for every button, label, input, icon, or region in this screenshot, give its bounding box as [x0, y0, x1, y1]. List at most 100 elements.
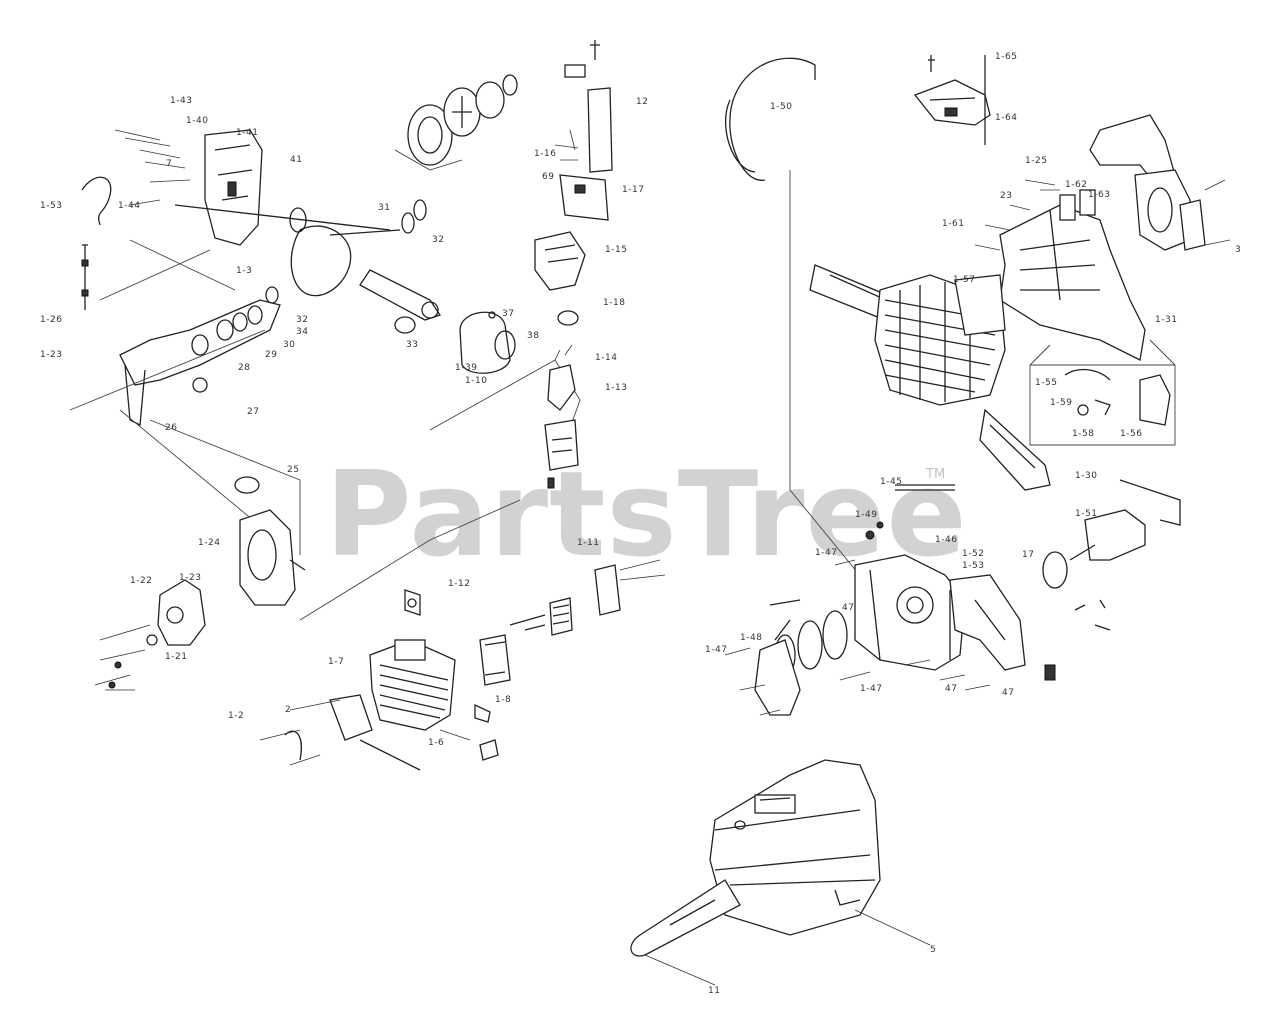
callout-1-46: 1-46 [935, 535, 957, 545]
handle-group [534, 40, 613, 489]
callout-1-49: 1-49 [855, 510, 877, 520]
callout-47c: 47 [1002, 688, 1014, 698]
callout-1-61: 1-61 [942, 219, 964, 229]
crankcase-group [69, 129, 581, 621]
muffler-cover[interactable] [594, 564, 621, 616]
callout-2: 2 [285, 705, 291, 715]
callout-1-63: 1-63 [1088, 190, 1110, 200]
flywheel[interactable] [407, 104, 453, 166]
intake-boot[interactable] [329, 694, 373, 741]
grommet[interactable] [557, 310, 579, 326]
starter-cap[interactable] [234, 476, 260, 494]
clutch-plate-a[interactable] [822, 610, 848, 660]
callout-12: 12 [636, 97, 648, 107]
callout-32b: 32 [296, 315, 308, 325]
callout-1-59: 1-59 [1050, 398, 1072, 408]
filter-element[interactable] [1179, 199, 1206, 251]
crankcase-lower[interactable] [119, 299, 281, 386]
starter-pulley[interactable] [157, 579, 206, 646]
heat-shield[interactable] [979, 408, 1051, 491]
callout-3: 3 [1235, 245, 1241, 255]
throttle-lever[interactable] [547, 364, 576, 411]
insulator[interactable] [479, 739, 499, 761]
side-cover[interactable] [949, 574, 1026, 671]
throttle-handle[interactable] [587, 87, 613, 173]
callout-47b: 47 [945, 684, 957, 694]
callout-37: 37 [502, 309, 514, 319]
watermark-trademark: TM [925, 467, 945, 482]
callout-1-40: 1-40 [186, 116, 208, 126]
callout-30: 30 [283, 340, 295, 350]
callout-5: 5 [930, 945, 936, 955]
callout-26: 26 [165, 423, 177, 433]
callout-33: 33 [406, 340, 418, 350]
callout-1-41: 1-41 [236, 128, 258, 138]
assembled-chainsaw [630, 759, 931, 986]
muffler[interactable] [479, 634, 511, 686]
connecting-rod[interactable] [359, 269, 442, 321]
callout-1-8: 1-8 [495, 695, 511, 705]
callout-1-47c: 1-47 [860, 684, 882, 694]
callout-1-47b: 1-47 [815, 548, 837, 558]
cylinder-group [259, 559, 666, 771]
spark-plug[interactable] [474, 703, 491, 723]
callout-29: 29 [265, 350, 277, 360]
clutch-side-group [724, 479, 1181, 716]
callout-1-23-mid: 1-23 [179, 573, 201, 583]
piston[interactable] [459, 311, 511, 374]
callout-1-21: 1-21 [165, 652, 187, 662]
callout-25: 25 [287, 465, 299, 475]
air-filter-cover[interactable] [913, 79, 991, 126]
callout-1-58: 1-58 [1072, 429, 1094, 439]
main-housing[interactable] [999, 204, 1146, 361]
callout-1-65: 1-65 [995, 52, 1017, 62]
callout-1-7: 1-7 [328, 657, 344, 667]
callout-28: 28 [238, 363, 250, 373]
handle-bracket[interactable] [559, 174, 609, 221]
callout-1-15: 1-15 [605, 245, 627, 255]
callout-47a: 47 [842, 603, 854, 613]
callout-1-55: 1-55 [1035, 378, 1057, 388]
crankshaft-group [174, 74, 518, 374]
callout-1-14: 1-14 [595, 353, 617, 363]
callout-1-56: 1-56 [1120, 429, 1142, 439]
throttle-rod[interactable] [544, 419, 579, 471]
saw-body[interactable] [709, 759, 881, 936]
callout-1-18: 1-18 [603, 298, 625, 308]
clutch-housing[interactable] [854, 554, 966, 671]
callout-1-53b: 1-53 [962, 561, 984, 571]
sprocket[interactable] [475, 81, 505, 119]
starter-cover-right[interactable] [1084, 509, 1146, 561]
callout-1-43: 1-43 [170, 96, 192, 106]
crankshaft[interactable] [290, 225, 352, 297]
callout-1-48: 1-48 [740, 633, 762, 643]
callout-27: 27 [247, 407, 259, 417]
callout-1-39: 1-39 [455, 363, 477, 373]
callout-1-57: 1-57 [953, 275, 975, 285]
callout-1-53: 1-53 [40, 201, 62, 211]
muffler-right[interactable] [954, 274, 1006, 336]
callout-1-22: 1-22 [130, 576, 152, 586]
callout-1-64: 1-64 [995, 113, 1017, 123]
callout-1-3: 1-3 [236, 266, 252, 276]
starter-group [94, 476, 306, 691]
callout-31: 31 [378, 203, 390, 213]
callout-38: 38 [527, 331, 539, 341]
callout-17: 17 [1022, 550, 1034, 560]
sprocket-cover[interactable] [754, 639, 801, 716]
callout-69: 69 [542, 172, 554, 182]
callout-1-50: 1-50 [770, 102, 792, 112]
callout-1-52: 1-52 [962, 549, 984, 559]
watermark: PartsTree [325, 445, 968, 583]
callout-1-51: 1-51 [1075, 509, 1097, 519]
front-handle[interactable] [729, 57, 816, 181]
callout-labels: 1-43 1-40 1-41 41 1-53 7 1-44 1-26 1-23 … [40, 52, 1241, 996]
callout-23: 23 [1000, 191, 1012, 201]
guide-bar[interactable] [630, 879, 741, 957]
callout-1-45: 1-45 [880, 477, 902, 487]
callout-1-24: 1-24 [198, 538, 220, 548]
clutch-plate-b[interactable] [797, 620, 823, 670]
callout-34: 34 [296, 327, 308, 337]
callout-7: 7 [166, 159, 172, 169]
callout-1-30: 1-30 [1075, 471, 1097, 481]
